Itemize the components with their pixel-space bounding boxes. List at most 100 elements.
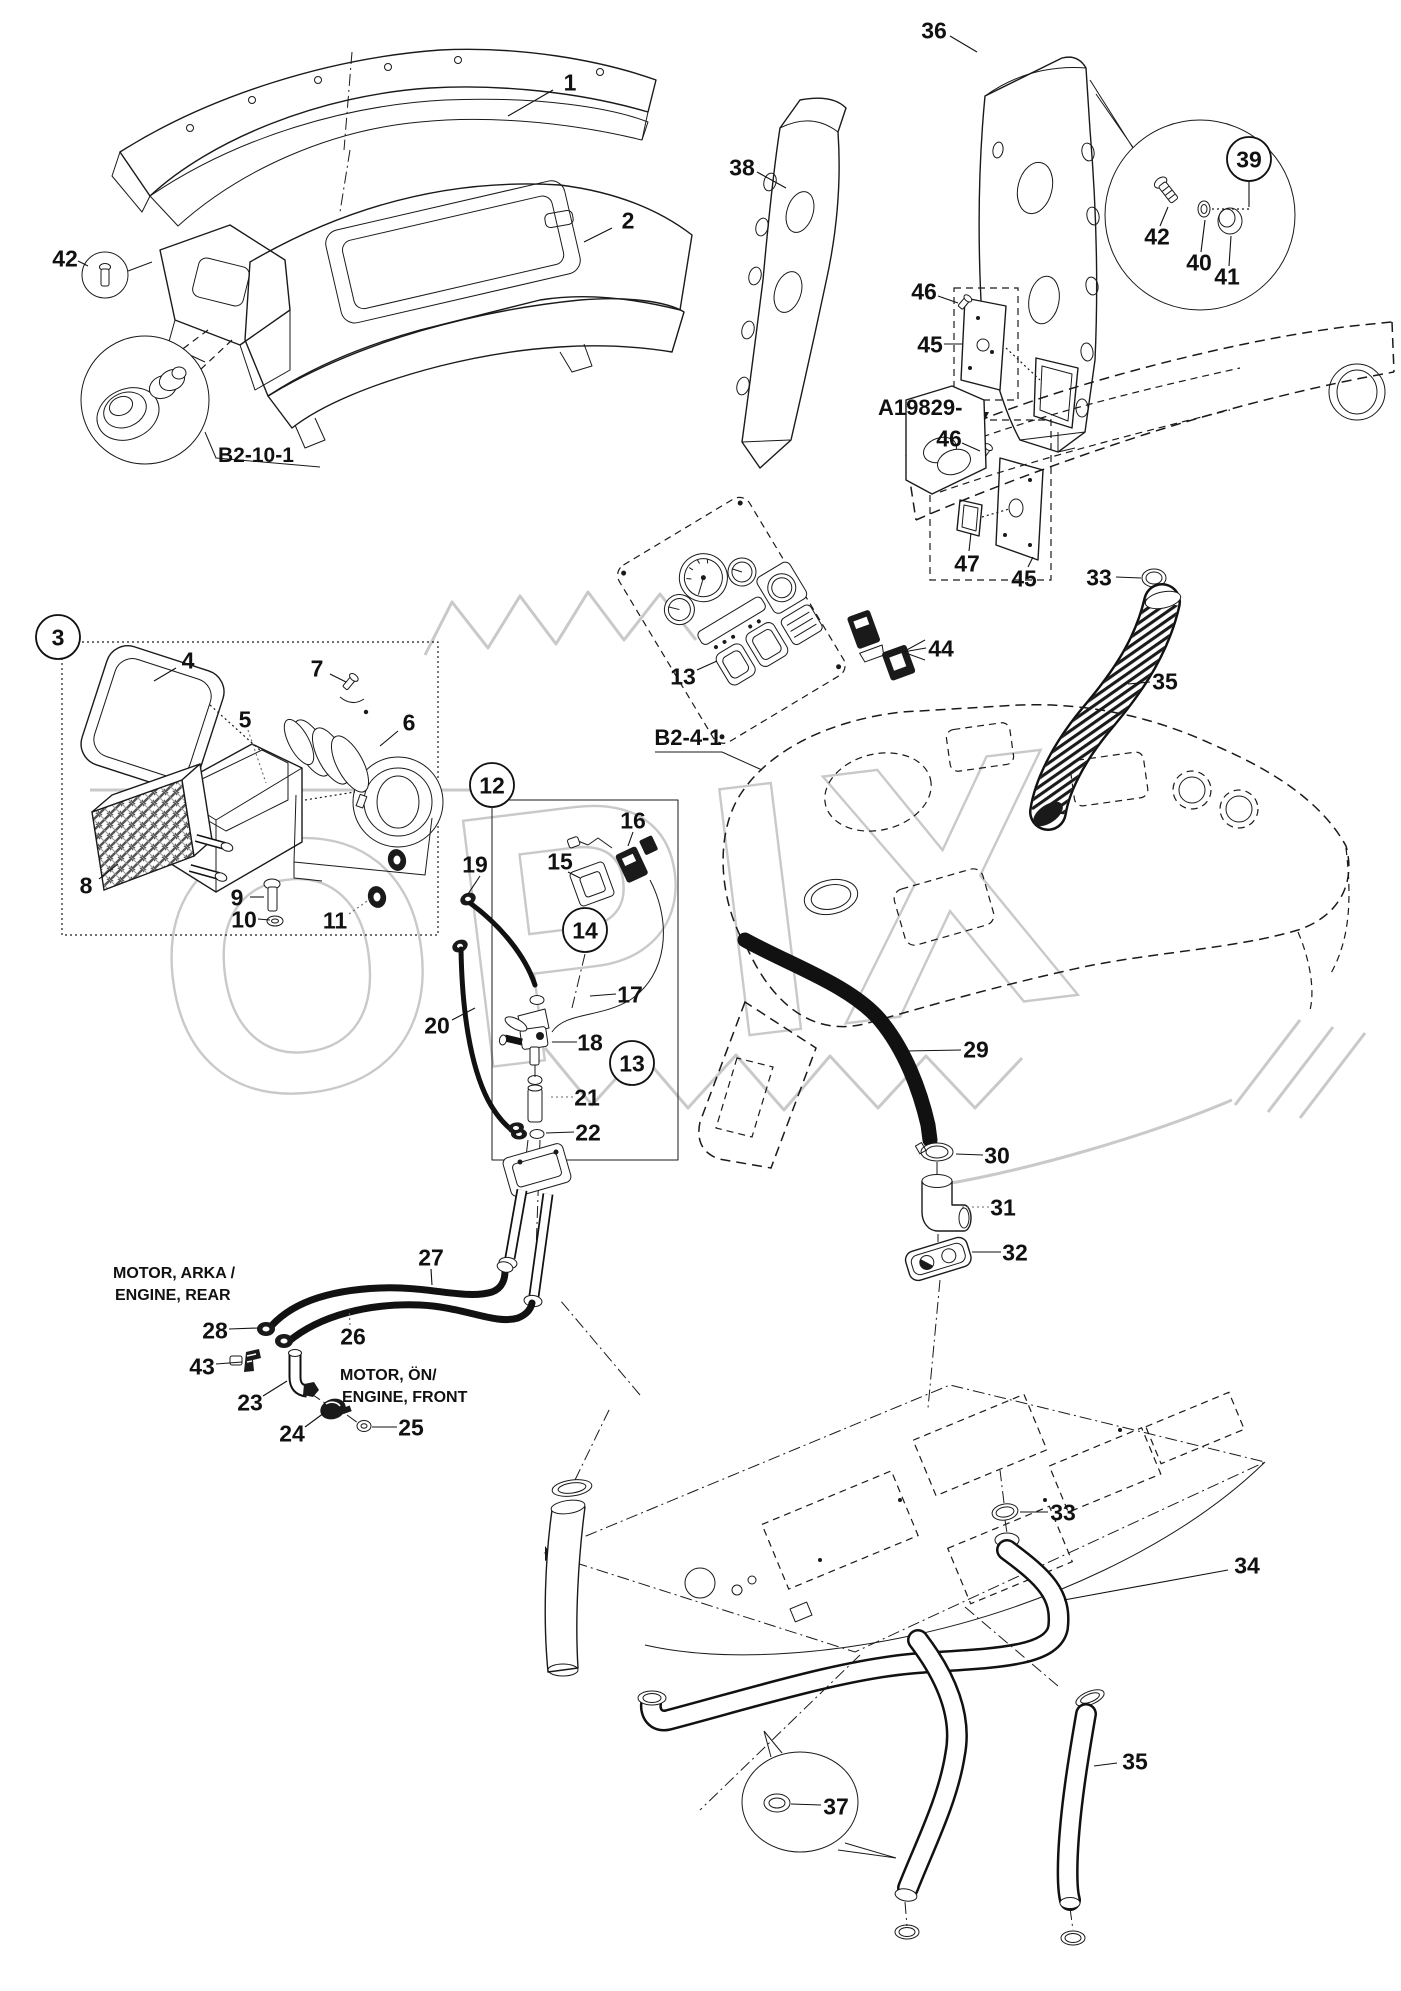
callout-38: 38 xyxy=(729,154,787,189)
callout-37: 37 xyxy=(790,1793,849,1819)
callout-9: 9 xyxy=(231,884,264,910)
callout-label-42-circle: 42 xyxy=(1144,223,1170,249)
callout-5: 5 xyxy=(239,706,267,784)
screw-42-detail xyxy=(81,251,153,299)
callout-circle-3 xyxy=(35,614,81,660)
speaker-detail-circle xyxy=(80,335,321,468)
bottom-hoses xyxy=(637,1469,1105,1946)
callout-23: 23 xyxy=(237,1380,288,1415)
callout-label-10: 10 xyxy=(231,906,257,932)
callout-circle-14 xyxy=(562,907,608,953)
callout-label-13-box: 13 xyxy=(619,1050,645,1076)
callout-20: 20 xyxy=(424,1007,476,1038)
hvac-unit-box-3 xyxy=(61,641,444,936)
callout-circle-39 xyxy=(1226,136,1272,182)
heater-pipes xyxy=(498,1143,572,1308)
dashboard-outline-b2-4-1 xyxy=(655,704,1350,1169)
callout-19: 19 xyxy=(462,851,488,895)
callout-label-12: 12 xyxy=(479,772,505,798)
end-bracket xyxy=(159,224,291,391)
heater-valve-18 xyxy=(498,1008,550,1066)
label-motor-front-1: MOTOR, ÖN/ xyxy=(340,1365,437,1384)
callout-label-37: 37 xyxy=(823,1793,849,1819)
callout-13-box: 13 xyxy=(609,1040,655,1086)
engine-hoses xyxy=(229,1261,536,1432)
callout-circle-12 xyxy=(469,762,515,808)
callout-label-24: 24 xyxy=(279,1420,305,1446)
switch-parts-44 xyxy=(847,610,926,681)
callout-label-39: 39 xyxy=(1236,146,1262,172)
label-a19829: A19829- xyxy=(878,395,962,420)
duct-gasket-32 xyxy=(904,1236,972,1282)
callout-10: 10 xyxy=(231,906,271,932)
callout-39: 39 xyxy=(1226,136,1272,207)
callout-label-23: 23 xyxy=(237,1389,263,1415)
watermark-gear-top xyxy=(423,590,698,656)
label-motor-front-2: ENGINE, FRONT xyxy=(342,1389,468,1406)
callout-27: 27 xyxy=(418,1244,444,1286)
callout-8: 8 xyxy=(80,863,119,898)
callout-label-26: 26 xyxy=(340,1323,366,1349)
callout-47: 47 xyxy=(954,532,980,576)
b2-4-1-underline xyxy=(655,751,763,771)
callout-36: 36 xyxy=(921,17,978,53)
callout-29: 29 xyxy=(905,1036,989,1062)
hose-clamp-33-lower xyxy=(991,1503,1019,1521)
callout-6: 6 xyxy=(379,709,416,747)
callout-label-7: 7 xyxy=(311,655,324,681)
callout-4: 4 xyxy=(153,647,195,682)
elbow-31 xyxy=(921,1174,972,1232)
callout-label-2: 2 xyxy=(622,207,635,233)
callout-33-top: 33 xyxy=(1086,564,1142,590)
callout-33-low: 33 xyxy=(1020,1499,1076,1525)
callout-label-22: 22 xyxy=(575,1119,601,1145)
callout-label-16: 16 xyxy=(620,807,646,833)
callout-label-33-top: 33 xyxy=(1086,564,1112,590)
callout-label-27: 27 xyxy=(418,1244,444,1270)
instrument-cluster xyxy=(617,496,846,744)
callout-46-low: 46 xyxy=(936,425,981,452)
b2-10-1-underline xyxy=(204,431,321,468)
callout-32: 32 xyxy=(972,1239,1028,1265)
heater-valve-box xyxy=(452,799,679,1253)
floor-panel xyxy=(543,1299,1267,1656)
defroster-hose-35-upper xyxy=(1029,568,1182,831)
callout-label-14: 14 xyxy=(572,917,598,943)
callout-24: 24 xyxy=(279,1412,325,1446)
callout-label-13-cluster: 13 xyxy=(670,663,696,689)
callout-label-18: 18 xyxy=(577,1029,603,1055)
dash-top-panel-1 xyxy=(111,48,657,227)
callout-11: 11 xyxy=(323,898,371,933)
callout-label-36: 36 xyxy=(921,17,947,43)
callout-35-top: 35 xyxy=(1127,668,1178,694)
callout-label-6: 6 xyxy=(403,709,416,735)
label-motor-rear-1: MOTOR, ARKA / xyxy=(113,1265,236,1282)
callout-7: 7 xyxy=(311,655,347,683)
callout-label-34: 34 xyxy=(1234,1552,1260,1578)
callout-42-circle: 42 xyxy=(1144,206,1170,249)
callout-circle-13-box xyxy=(609,1040,655,1086)
callout-label-31: 31 xyxy=(990,1194,1016,1220)
callout-46-top: 46 xyxy=(911,278,959,304)
callout-label-30: 30 xyxy=(984,1142,1010,1168)
callout-label-42-left: 42 xyxy=(52,245,78,271)
a-pillar-trim-38 xyxy=(736,97,847,469)
callout-label-19: 19 xyxy=(462,851,488,877)
callout-42-left: 42 xyxy=(52,245,89,271)
callout-label-8: 8 xyxy=(80,872,93,898)
callout-label-38: 38 xyxy=(729,154,755,180)
callout-label-5: 5 xyxy=(239,706,252,732)
screw-icon xyxy=(1153,176,1179,204)
cap-icon xyxy=(1217,207,1243,235)
callout-45-low: 45 xyxy=(1011,556,1037,591)
callout-label-25: 25 xyxy=(398,1414,424,1440)
watermark-text: OPIX xyxy=(134,670,1108,1183)
label-b2-4-1: B2-4-1 xyxy=(654,725,721,750)
label-motor-rear-2: ENGINE, REAR xyxy=(115,1287,231,1304)
callout-label-40: 40 xyxy=(1186,249,1212,275)
callout-label-21: 21 xyxy=(574,1084,600,1110)
callout-label-1: 1 xyxy=(564,69,577,95)
callout-16: 16 xyxy=(620,807,646,847)
